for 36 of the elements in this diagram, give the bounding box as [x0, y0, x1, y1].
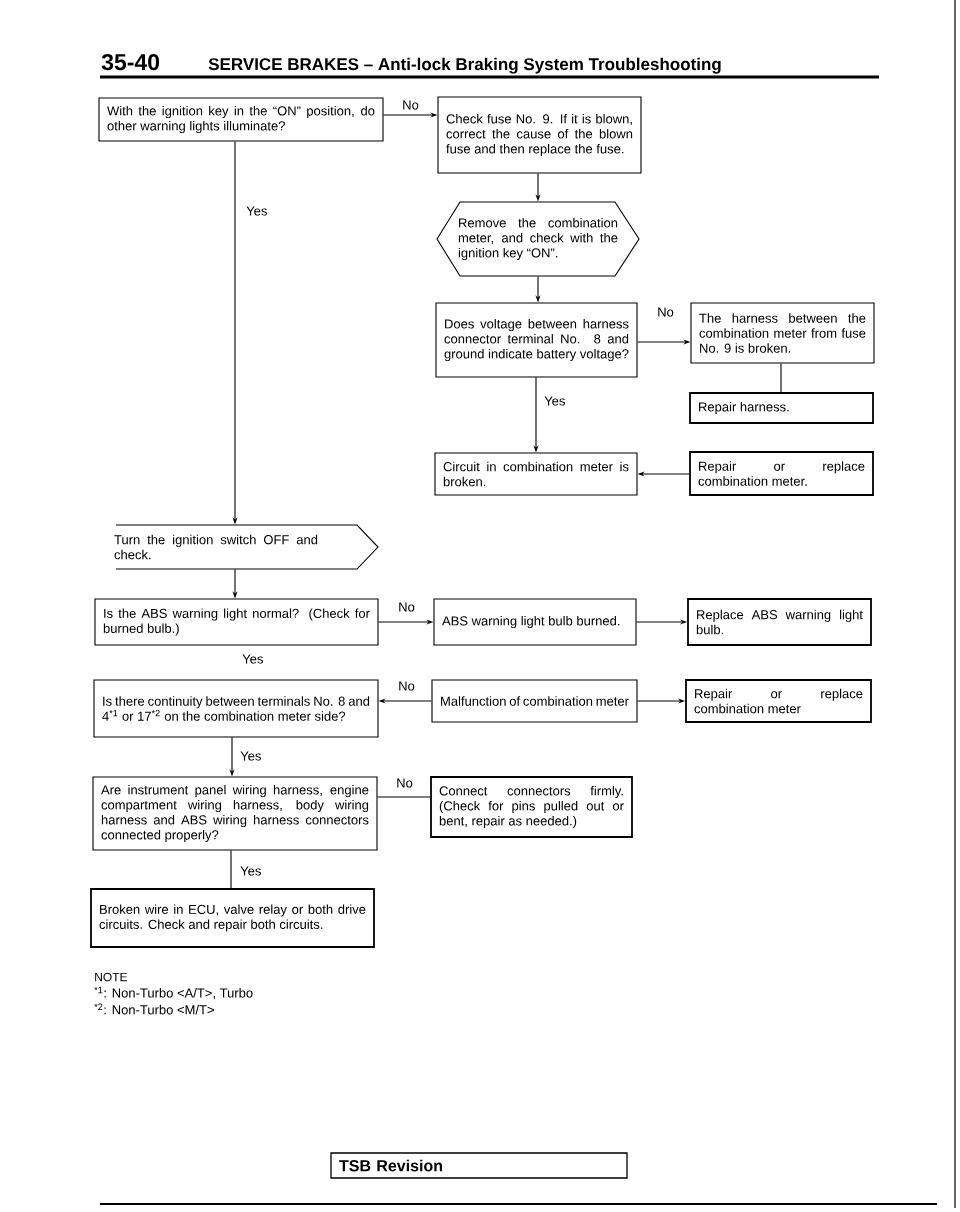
edge-label: No: [397, 680, 416, 692]
page-number: 35-40: [101, 53, 160, 71]
process-box: Connect connectors firmly. (Check for pins pulled out or bent, repair as needed.): [430, 776, 633, 838]
process-box: The harness between the combination meter from fuse No. 9 is broken.: [690, 302, 875, 364]
decision-box: With the ignition key in the “ON” position, do other warning lights illuminate?: [98, 97, 384, 142]
edge-label: No: [395, 777, 414, 789]
decision-box: Are instrument panel wiring harness, engine compartment wiring harness, body wiring harness and ABS wiring harness connectors connected properly?: [92, 776, 378, 851]
process-box: Replace ABS warning light bulb.: [687, 598, 872, 646]
process-box: Check fuse No. 9. If it is blown, correct the cause of the blown fuse and then replace the fuse.: [437, 96, 642, 174]
page-title: SERVICE BRAKES – Anti-lock Braking System Troubleshooting: [208, 57, 721, 74]
decision-box: Does voltage between harness connector terminal No. 8 and ground indicate battery voltage?: [435, 302, 638, 378]
footnote: $^{*2}$: Non-Turbo <M/T>: [94, 1003, 214, 1015]
branch-label: Yes: [242, 654, 263, 664]
edge-label: No: [397, 601, 416, 613]
process-box: Repair or replace combination meter.: [689, 451, 874, 496]
edge-label: No: [656, 306, 675, 318]
edge-label: No: [401, 99, 420, 111]
process-box: Malfunction of combination meter: [431, 679, 638, 723]
process-box: Repair or replace combination meter: [685, 679, 872, 723]
edge-label: Yes: [239, 865, 263, 877]
process-box: ABS warning light bulb burned.: [433, 598, 637, 646]
decision-box: Is there continuity between terminals No. 8 and 4$^{*1}$ or 17$^{*2}$ on the combination meter side?: [93, 679, 379, 738]
process-box: Circuit in combination meter is broken.: [434, 452, 638, 496]
hexagon-box: Remove the combination meter, and check with the ignition key “ON”.: [436, 201, 640, 277]
decision-box: Is the ABS warning light normal? (Check for burned bulb.): [94, 598, 379, 646]
process-box: Repair harness.: [689, 392, 874, 424]
revision-box: TSB Revision: [330, 1152, 628, 1179]
edge-label: Yes: [245, 205, 269, 217]
edge-label: Yes: [543, 395, 567, 407]
edge-label: Yes: [239, 750, 263, 762]
connector-line: [780, 363, 782, 393]
connector-line: [377, 796, 431, 798]
note-heading: NOTE: [95, 972, 127, 982]
footnote: $^{*1}$: Non-Turbo <A/T>, Turbo: [94, 986, 253, 1000]
connector-line: [230, 850, 232, 889]
process-box: Broken wire in ECU, valve relay or both drive circuits. Check and repair both circuits.: [90, 888, 375, 948]
